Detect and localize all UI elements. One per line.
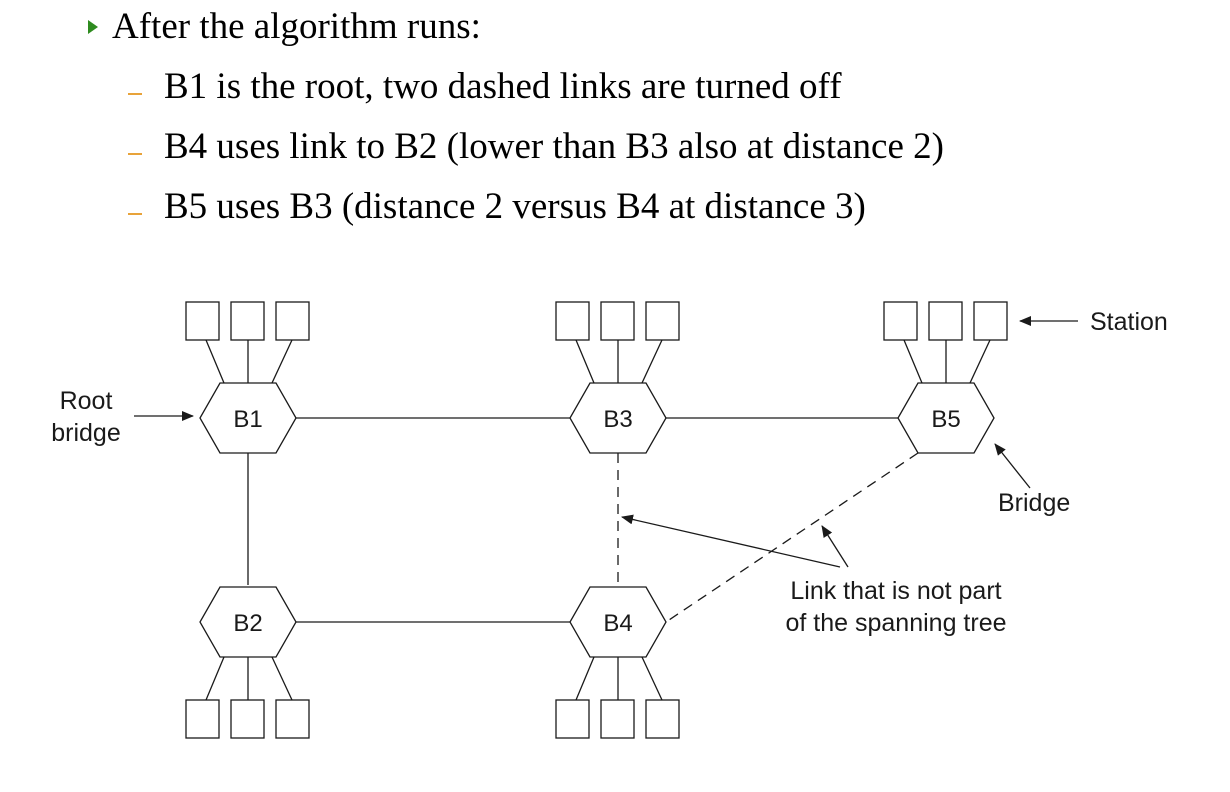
station-box	[275, 301, 310, 341]
station-box	[230, 301, 265, 341]
dash-icon	[128, 212, 142, 215]
bridge-b5	[897, 382, 995, 454]
bridge-b5-label: B5	[931, 406, 960, 433]
sub-bullet-text: B1 is the root, two dashed links are tur…	[164, 66, 842, 107]
station-box	[230, 699, 265, 739]
sub-bullet-1: B1 is the root, two dashed links are tur…	[128, 62, 842, 112]
link-label-line2: of the spanning tree	[786, 609, 1007, 637]
bridge-b4	[569, 586, 667, 658]
link-label-line1: Link that is not part	[790, 577, 1001, 605]
bridge-arrow	[994, 443, 1031, 489]
station-box	[645, 699, 680, 739]
sub-bullet-3: B5 uses B3 (distance 2 versus B4 at dist…	[128, 182, 866, 232]
bullet-arrow-icon	[88, 19, 98, 34]
station-box	[928, 301, 963, 341]
bridge-b1-label: B1	[233, 406, 262, 433]
root-bridge-label-line2: bridge	[51, 419, 121, 447]
bridge-b3	[569, 382, 667, 454]
bridge-label: Bridge	[998, 489, 1070, 517]
bridge-b3-label: B3	[603, 406, 632, 433]
dash-icon	[128, 152, 142, 155]
main-bullet: After the algorithm runs:	[88, 2, 481, 52]
station-box	[973, 301, 1008, 341]
sub-bullet-text: B5 uses B3 (distance 2 versus B4 at dist…	[164, 186, 866, 227]
station-box	[600, 301, 635, 341]
root-bridge-label-line1: Root	[60, 387, 113, 415]
main-bullet-text: After the algorithm runs:	[112, 6, 481, 47]
bridge-b2	[199, 586, 297, 658]
station-label: Station	[1090, 308, 1168, 336]
station-box	[185, 301, 220, 341]
bridge-b1	[199, 382, 297, 454]
station-box	[555, 301, 590, 341]
station-box	[275, 699, 310, 739]
station-box	[600, 699, 635, 739]
link-arrow-right	[821, 525, 849, 568]
dash-icon	[128, 92, 142, 95]
sub-bullet-text: B4 uses link to B2 (lower than B3 also a…	[164, 126, 944, 167]
bridge-b2-label: B2	[233, 610, 262, 637]
station-box	[185, 699, 220, 739]
station-box	[883, 301, 918, 341]
link-arrow-left	[621, 514, 841, 568]
station-box	[555, 699, 590, 739]
bridge-b4-label: B4	[603, 610, 632, 637]
station-box	[645, 301, 680, 341]
sub-bullet-2: B4 uses link to B2 (lower than B3 also a…	[128, 122, 944, 172]
